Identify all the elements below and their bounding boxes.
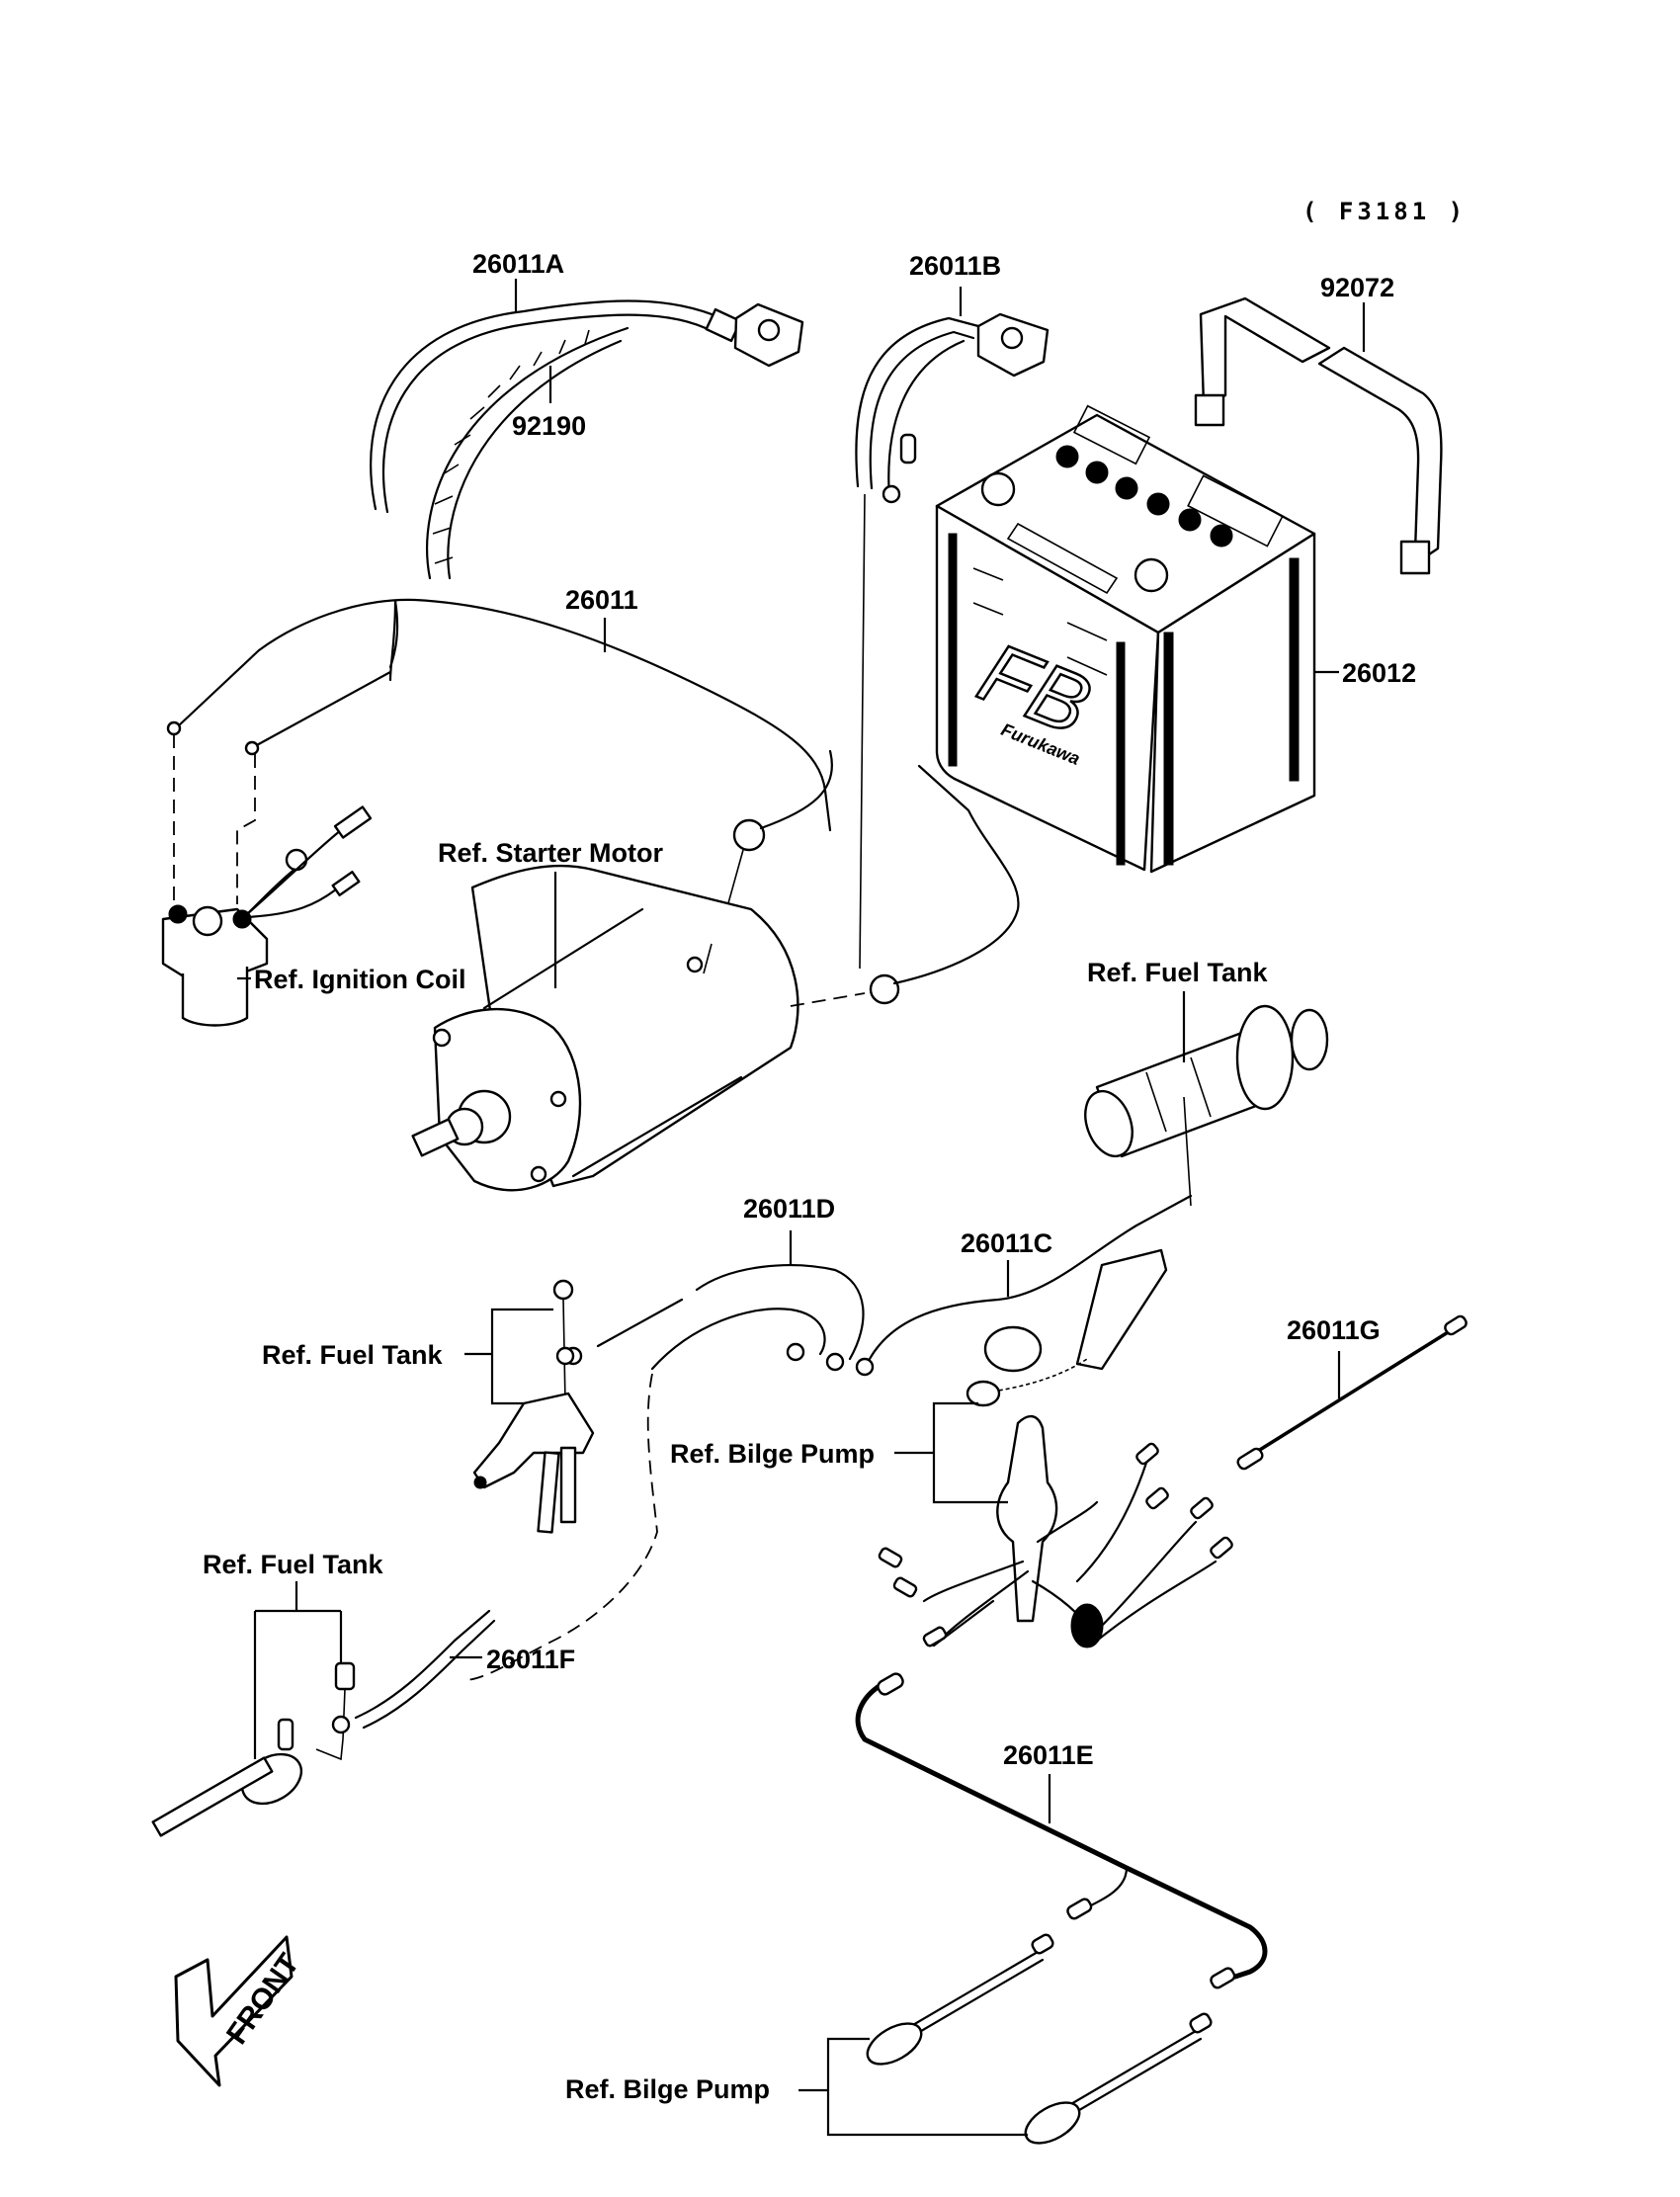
cable-26011C[interactable]: [855, 1194, 1193, 1377]
cable-26011D[interactable]: [463, 1264, 865, 1681]
fuel-tank-petcock[interactable]: [472, 1279, 595, 1534]
label-26011F: 26011F: [486, 1645, 575, 1674]
bilge-pump-upper[interactable]: [878, 1248, 1233, 1648]
cable-26011F[interactable]: [354, 1609, 496, 1730]
starter-motor[interactable]: [411, 764, 1020, 1192]
bilge-pump-lower[interactable]: [861, 1933, 1213, 2152]
fuel-tank-fitting[interactable]: [1077, 1004, 1329, 1207]
label-26011E: 26011E: [1003, 1740, 1094, 1770]
label-26011B: 26011B: [909, 251, 1001, 281]
bracket-fuel-tank-middle: [464, 1308, 553, 1405]
cable-26011[interactable]: [166, 598, 833, 965]
label-ref-bilge-pump-lower: Ref. Bilge Pump: [565, 2074, 770, 2104]
label-ref-fuel-tank-lower: Ref. Fuel Tank: [203, 1550, 384, 1579]
label-ref-fuel-tank-upper: Ref. Fuel Tank: [1087, 958, 1269, 987]
label-92072: 92072: [1320, 273, 1394, 302]
label-26012: 26012: [1342, 658, 1416, 688]
label-ref-ignition-coil: Ref. Ignition Coil: [254, 965, 465, 994]
ignition-coil[interactable]: [161, 805, 373, 1027]
label-ref-bilge-pump-upper: Ref. Bilge Pump: [670, 1439, 875, 1469]
bracket-bilge-pump-lower: [798, 2037, 1028, 2137]
battery-26012[interactable]: FB Furukawa: [935, 404, 1316, 874]
label-26011G: 26011G: [1287, 1315, 1381, 1345]
cable-26011A[interactable]: [370, 299, 804, 514]
label-26011D: 26011D: [743, 1194, 835, 1224]
sleeve-92190[interactable]: [426, 326, 630, 580]
label-26011: 26011: [565, 585, 638, 615]
bracket-bilge-pump-upper: [894, 1401, 1008, 1504]
label-26011A: 26011A: [472, 249, 564, 279]
bracket-fuel-tank-lower: [253, 1581, 343, 1759]
strap-92072[interactable]: [1194, 296, 1443, 575]
label-26011C: 26011C: [961, 1228, 1052, 1258]
label-ref-starter-motor: Ref. Starter Motor: [438, 838, 664, 868]
fuel-tank-pickup[interactable]: [151, 1661, 356, 1837]
figure-code: ( F3181 ): [1302, 198, 1467, 225]
front-direction-arrow: FRONT: [174, 1935, 305, 2087]
label-92190: 92190: [512, 411, 586, 441]
label-ref-fuel-tank-middle: Ref. Fuel Tank: [262, 1340, 444, 1370]
cable-26011E[interactable]: [855, 1671, 1268, 1989]
cable-26011G[interactable]: [1236, 1314, 1469, 1471]
cable-26011B[interactable]: [855, 312, 1050, 970]
